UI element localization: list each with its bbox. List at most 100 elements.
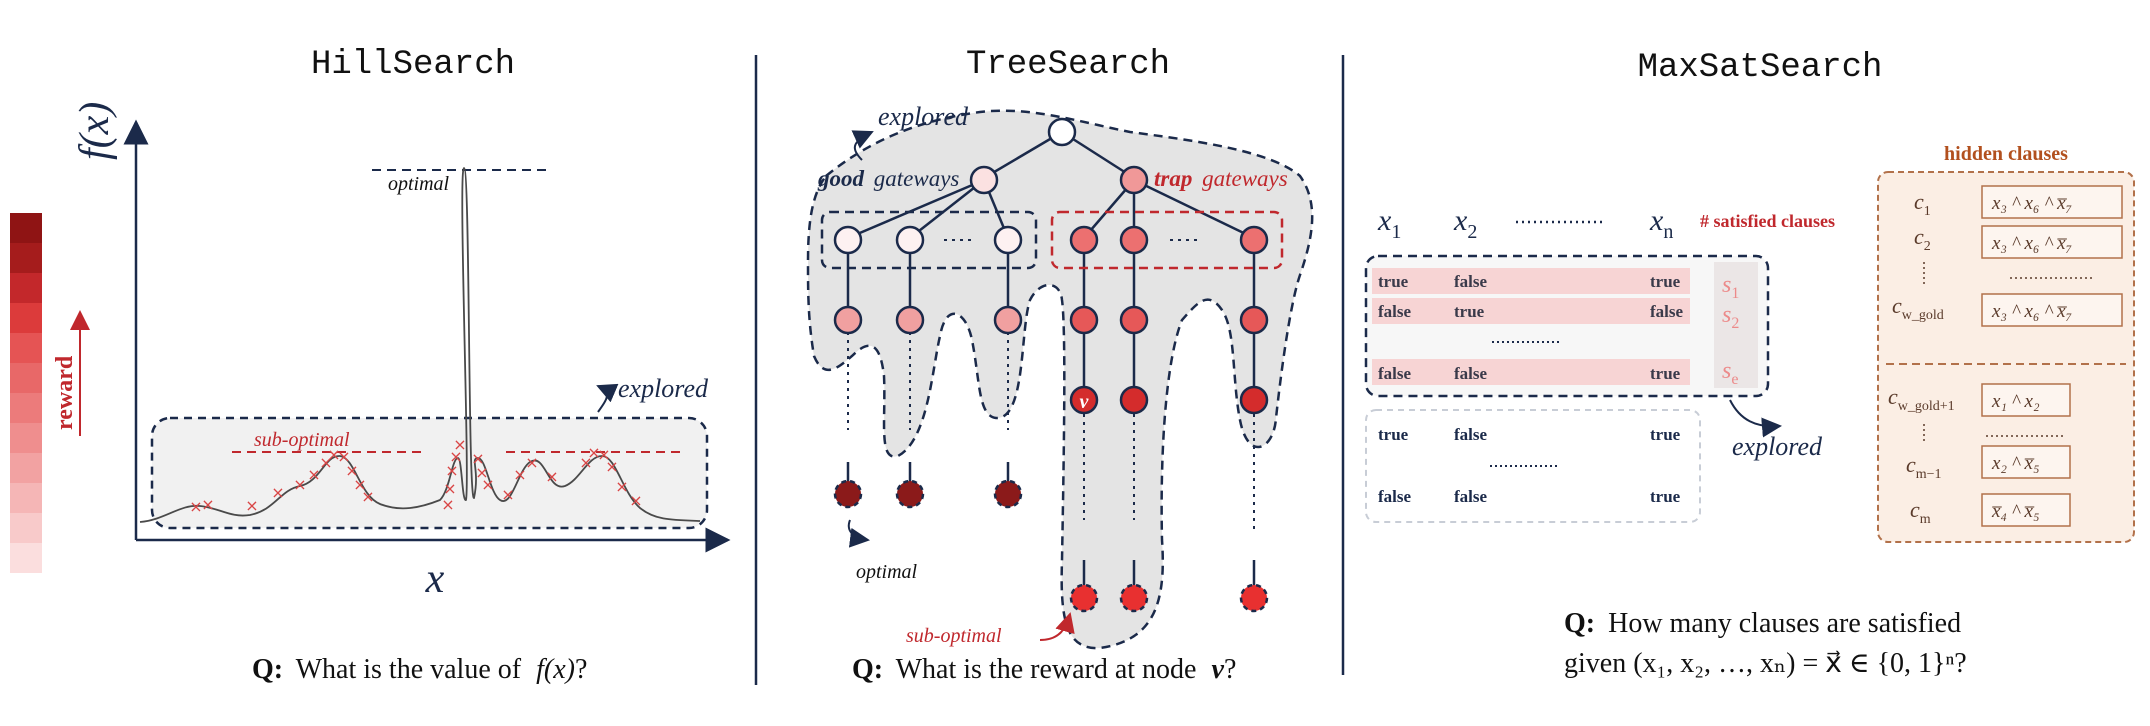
hidden-clauses-title: hidden clauses xyxy=(1944,143,2068,165)
suboptimal-label: sub-optimal xyxy=(254,429,350,451)
cell: true xyxy=(1378,272,1409,291)
svg-text:×: × xyxy=(443,479,456,498)
cell: true xyxy=(1650,487,1681,506)
cell: false xyxy=(1454,487,1488,506)
clause-name: cm xyxy=(1910,497,1931,527)
treesearch-panel: TreeSearch explored xyxy=(806,46,1314,685)
cell: false xyxy=(1454,364,1488,383)
svg-text:×: × xyxy=(471,449,484,468)
score-s1: s1 xyxy=(1722,272,1739,302)
var-x2: x2 xyxy=(1453,204,1477,243)
optimal-label: optimal xyxy=(388,173,450,195)
score-s2: s2 xyxy=(1722,302,1739,332)
trap-gateways-box xyxy=(1050,210,1284,270)
maxsatsearch-panel: MaxSatSearch x1 x2 xn # satisfied clause… xyxy=(1364,49,2135,679)
tree-gateway-node xyxy=(1239,225,1269,255)
svg-text:×: × xyxy=(513,465,526,484)
unexplored-assignments-box xyxy=(1365,409,1701,523)
reward-label: reward xyxy=(52,355,78,430)
svg-text:×: × xyxy=(361,487,374,506)
clause-name: cm−1 xyxy=(1906,452,1942,482)
svg-text:×: × xyxy=(605,457,618,476)
tree-node xyxy=(1119,305,1149,335)
svg-text:×: × xyxy=(445,461,458,480)
tree-ellipsis-edges xyxy=(847,239,1255,530)
score-labels: s1 s2 se xyxy=(1722,272,1739,388)
tree-leaf-optimal xyxy=(895,479,925,509)
clause-expr: x₁ ^ x₂ xyxy=(1991,391,2040,412)
good-gateways-label: good gateways xyxy=(817,166,959,191)
clause-expr: x₃ ^ x₆ ^ x̅₇ xyxy=(1991,193,2073,214)
maxsat-explored-label: explored xyxy=(1732,432,1823,461)
tree-leaf-nodes xyxy=(833,479,1269,613)
svg-text:×: × xyxy=(475,463,488,482)
clause-name: cw_gold+1 xyxy=(1888,384,1955,414)
tree-gateway-node xyxy=(895,225,925,255)
clause-name: c1 xyxy=(1914,189,1931,219)
svg-text:×: × xyxy=(629,491,642,510)
tree-good-node xyxy=(969,165,999,195)
hill-x-axis-label: x xyxy=(425,556,445,602)
hill-explored-arrow xyxy=(596,383,619,413)
clause-box xyxy=(1981,225,2123,259)
tree-node xyxy=(1069,305,1099,335)
svg-text:×: × xyxy=(597,445,610,464)
hill-explored-region xyxy=(150,416,709,530)
maxsat-question-line1: Q: How many clauses are satisfied xyxy=(1564,608,1961,639)
tree-leaf-suboptimal xyxy=(1119,583,1149,613)
clause-expr: x̅₄ ^ x̅₅ xyxy=(1991,501,2040,522)
svg-text:×: × xyxy=(441,495,454,514)
treesearch-title: TreeSearch xyxy=(966,46,1170,84)
tree-node xyxy=(1119,385,1149,415)
score-column xyxy=(1714,262,1758,388)
clause-name: cw_gold xyxy=(1892,293,1944,323)
var-xn: xn xyxy=(1649,204,1673,243)
clause-box xyxy=(1981,293,2123,327)
cell: false xyxy=(1378,487,1412,506)
svg-text:×: × xyxy=(189,497,202,516)
hill-explored-label: explored xyxy=(618,374,709,403)
explored-rows: true false true false true false false f… xyxy=(1378,272,1684,383)
tree-explored-region xyxy=(806,109,1314,650)
cell: false xyxy=(1378,364,1412,383)
clause-expr: x₂ ^ x̅₅ xyxy=(1991,453,2040,474)
clause-name: c2 xyxy=(1914,224,1931,254)
good-gateways-box xyxy=(820,210,1038,270)
cell: true xyxy=(1454,302,1485,321)
hill-function-curve xyxy=(139,167,701,523)
svg-text:×: × xyxy=(319,453,332,472)
tree-gateway-node xyxy=(1119,225,1149,255)
svg-text:×: × xyxy=(501,485,514,504)
trap-gateways-label: trap gateways xyxy=(1154,166,1288,191)
tree-question: Q: What is the reward at node v? xyxy=(852,654,1236,685)
svg-text:×: × xyxy=(201,495,214,514)
tree-explored-label: explored xyxy=(878,102,969,131)
row-highlight xyxy=(1372,298,1690,324)
node-v-label: v xyxy=(1080,391,1090,413)
tree-suboptimal-arrow xyxy=(1039,612,1075,641)
tree-nodes xyxy=(833,117,1269,415)
var-x1: x1 xyxy=(1377,204,1401,243)
svg-text:×: × xyxy=(337,447,350,466)
tree-gateway-node xyxy=(993,225,1023,255)
tree-node xyxy=(993,305,1023,335)
tree-trap-node xyxy=(1119,165,1149,195)
svg-text:×: × xyxy=(615,477,628,496)
clause-box xyxy=(1981,445,2071,479)
maxsat-question-line2: given (x₁, x₂, …, xₙ) = x⃗ ∈ {0, 1}ⁿ? xyxy=(1564,648,1967,679)
tree-node xyxy=(1239,305,1269,335)
svg-text:×: × xyxy=(579,453,592,472)
cell: true xyxy=(1650,425,1681,444)
tree-node xyxy=(1239,385,1269,415)
tree-leaf-optimal xyxy=(833,479,863,509)
svg-text:×: × xyxy=(353,475,366,494)
satisfied-header: # satisfied clauses xyxy=(1700,211,1835,231)
maxsat-explored-arrow xyxy=(1729,399,1782,438)
cell: false xyxy=(1454,425,1488,444)
tree-gateway-node xyxy=(833,225,863,255)
svg-text:×: × xyxy=(327,445,340,464)
clause-box xyxy=(1981,493,2071,527)
hillsearch-title: HillSearch xyxy=(311,46,515,84)
clause-expr: x₃ ^ x₆ ^ x̅₇ xyxy=(1991,301,2073,322)
